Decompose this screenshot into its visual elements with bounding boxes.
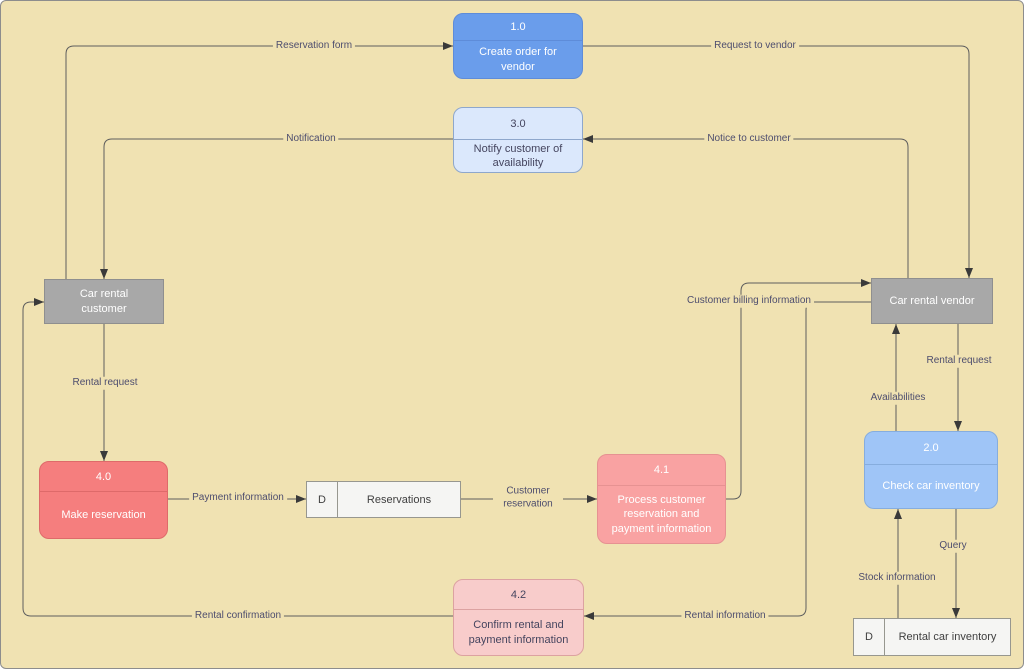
- process-id: 2.0: [865, 432, 997, 465]
- datastore-prefix: D: [307, 482, 338, 517]
- flow-label-notification: Notification: [283, 132, 339, 146]
- flow-request-to-vendor: [583, 45, 973, 278]
- datastore-label: Rental car inventory: [898, 631, 997, 643]
- process-id: 3.0: [454, 108, 582, 140]
- process-label: Create order for vendor: [479, 46, 557, 73]
- flow-label-rental-request-customer: Rental request: [69, 376, 141, 390]
- datastore-reservations[interactable]: D Reservations: [306, 481, 461, 518]
- flow-label-query: Query: [936, 539, 970, 553]
- process-confirm-rental[interactable]: 4.2 Confirm rental and payment informati…: [453, 579, 584, 656]
- process-create-order[interactable]: 1.0 Create order for vendor: [453, 13, 583, 79]
- flow-notification: [100, 138, 453, 279]
- flow-rental-confirmation: [22, 298, 453, 617]
- process-label: Check car inventory: [882, 480, 980, 493]
- process-label: Confirm rental and payment information: [468, 619, 569, 646]
- entity-label: Car rental customer: [79, 288, 129, 315]
- flow-label-customer-billing-information: Customer billing information: [684, 294, 814, 308]
- flow-label-rental-information: Rental information: [681, 609, 769, 623]
- datastore-rental-car-inventory[interactable]: D Rental car inventory: [853, 618, 1011, 656]
- process-notify-customer[interactable]: 3.0 Notify customer of availability: [453, 107, 583, 173]
- flow-label-availabilities: Availabilities: [867, 391, 929, 405]
- flow-label-customer-reservation: Customer reservation: [493, 485, 563, 511]
- process-id: 4.2: [454, 580, 583, 610]
- process-label: Notify customer of availability: [473, 143, 563, 170]
- flow-label-stock-information: Stock information: [855, 571, 939, 585]
- process-label: Make reservation: [61, 508, 146, 521]
- process-process-reservation[interactable]: 4.1 Process customer reservation and pay…: [597, 454, 726, 544]
- process-make-reservation[interactable]: 4.0 Make reservation: [39, 461, 168, 539]
- process-check-inventory[interactable]: 2.0 Check car inventory: [864, 431, 998, 509]
- flow-reservation-form: [65, 42, 453, 279]
- process-id: 1.0: [454, 14, 582, 41]
- flow-label-payment-information: Payment information: [189, 491, 287, 505]
- process-label: Process customer reservation and payment…: [611, 494, 712, 535]
- flow-label-rental-confirmation: Rental confirmation: [191, 609, 285, 623]
- datastore-label: Reservations: [366, 493, 432, 506]
- flow-label-request-to-vendor: Request to vendor: [711, 39, 799, 53]
- flow-notice-to-customer: [583, 135, 909, 278]
- flow-label-reservation-form: Reservation form: [272, 39, 356, 53]
- entity-label: Car rental vendor: [889, 294, 975, 307]
- process-id: 4.1: [598, 455, 725, 486]
- process-id: 4.0: [40, 462, 167, 492]
- entity-car-rental-vendor[interactable]: Car rental vendor: [871, 278, 993, 324]
- datastore-prefix: D: [854, 619, 885, 655]
- flow-label-notice-to-customer: Notice to customer: [704, 132, 794, 146]
- flow-label-rental-request-vendor: Rental request: [923, 354, 995, 368]
- entity-car-rental-customer[interactable]: Car rental customer: [44, 279, 164, 324]
- flow-customer-billing-information: [726, 279, 871, 500]
